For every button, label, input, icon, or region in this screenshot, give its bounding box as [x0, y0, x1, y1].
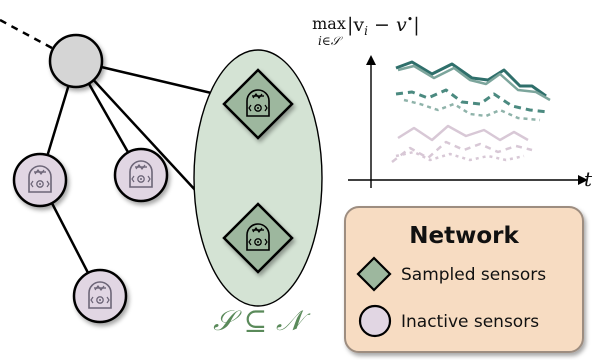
x-axis-arrow [578, 175, 588, 185]
formula-subscript: i∈𝒮 [318, 34, 344, 48]
x-axis-label: t [584, 167, 593, 191]
root-node [48, 33, 104, 89]
inactive-sensor-node-bottom [72, 268, 128, 324]
legend-title: Network [409, 223, 519, 249]
inactive-sensor-node-left [12, 152, 68, 208]
formula-body: |vi − v•| [347, 13, 420, 38]
sampled-trace-dotted [403, 98, 541, 122]
inactive-trace-dotted [395, 150, 525, 162]
legend: Network Sampled sensors Inactive sensors [344, 206, 584, 353]
sampled-sensor-node-bottom [222, 202, 294, 274]
sampled-set-ellipse [193, 49, 323, 307]
formula-max: max [312, 14, 346, 33]
formula: max i∈𝒮 |vi − v•| [312, 13, 420, 48]
sampled-sensor-node-top [222, 68, 294, 140]
legend-item-sampled: Sampled sensors [401, 265, 546, 285]
sampled-trace-dashed [395, 88, 549, 114]
inactive-traces [391, 124, 533, 163]
dashed-parent-edge [0, 18, 53, 50]
inactive-trace-dashed [391, 140, 533, 163]
sampled-trace-light [397, 64, 551, 102]
sampled-trace-solid [395, 60, 547, 98]
inactive-trace-solid [397, 124, 529, 142]
legend-box [344, 206, 584, 353]
y-axis-arrow [366, 55, 376, 65]
legend-inactive-swatch [358, 304, 392, 338]
legend-sampled-swatch [356, 256, 392, 292]
sampled-traces [395, 60, 551, 122]
set-label: 𝒮 ⊆ 𝒩 [213, 304, 311, 337]
plot-axes [348, 55, 588, 188]
legend-item-inactive: Inactive sensors [401, 312, 539, 332]
inactive-sensor-node-middle [113, 147, 169, 203]
